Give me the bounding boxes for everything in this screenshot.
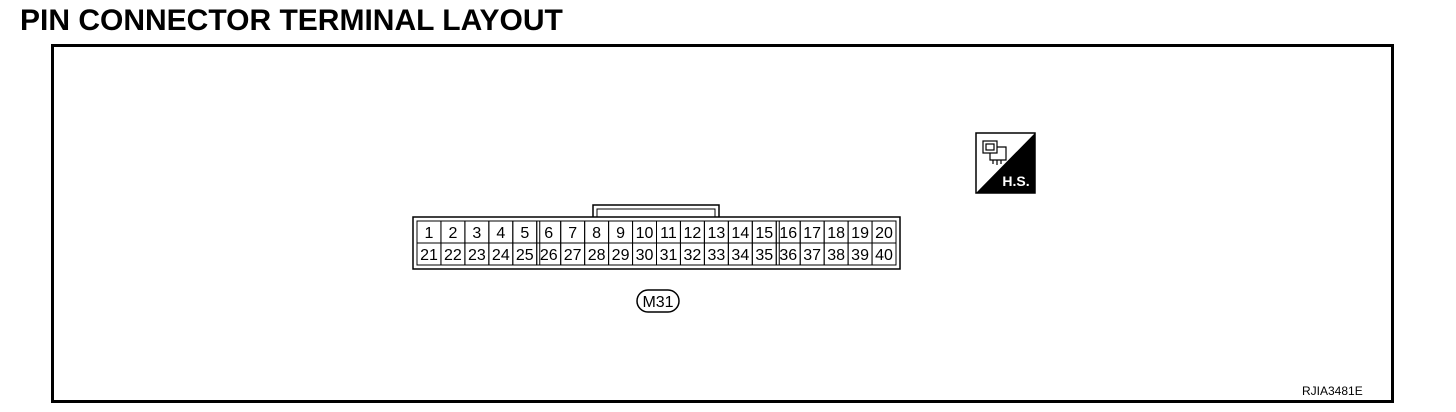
pin-number: 18 [827, 225, 845, 242]
pin-number: 4 [496, 225, 505, 242]
connector-id: M31 [642, 294, 673, 311]
pin-number: 36 [779, 247, 797, 264]
pin-number: 29 [612, 247, 630, 264]
pin-number: 10 [636, 225, 654, 242]
pin-cell [871, 242, 897, 266]
pin-number: 30 [636, 247, 654, 264]
pin-number: 11 [660, 225, 677, 242]
pin-number: 15 [755, 225, 773, 242]
pin-number: 14 [731, 225, 749, 242]
pin-number: 2 [448, 225, 457, 242]
pin-number: 7 [568, 225, 577, 242]
pin-number: 17 [803, 225, 821, 242]
pin-number: 6 [544, 225, 553, 242]
reference-code: RJIA3481E [1302, 384, 1363, 398]
pin-number: 37 [803, 247, 821, 264]
pin-number: 24 [492, 247, 510, 264]
pin-number: 20 [875, 225, 893, 242]
pin-number: 9 [616, 225, 625, 242]
pin-number: 13 [707, 225, 725, 242]
page-title: PIN CONNECTOR TERMINAL LAYOUT [20, 4, 563, 37]
pin-number: 8 [592, 225, 601, 242]
pin-number: 25 [516, 247, 534, 264]
pin-number: 16 [779, 225, 797, 242]
connector-id-label: M31 [636, 289, 680, 313]
pin-number: 1 [425, 225, 434, 242]
pin-number: 35 [755, 247, 773, 264]
pin-number: 31 [660, 247, 678, 264]
pin-number: 38 [827, 247, 845, 264]
harness-side-badge: H.S. [975, 132, 1036, 194]
pin-number: 33 [707, 247, 725, 264]
hs-label: H.S. [1002, 173, 1029, 189]
pin-number: 32 [684, 247, 702, 264]
pin-number: 5 [520, 225, 529, 242]
pin-number: 12 [684, 225, 702, 242]
diagram-frame [51, 44, 1394, 403]
pin-number: 34 [731, 247, 749, 264]
pin-number: 19 [851, 225, 869, 242]
pin-number: 40 [875, 247, 893, 264]
pin-number: 27 [564, 247, 582, 264]
pin-number: 23 [468, 247, 486, 264]
pin-number: 26 [540, 247, 558, 264]
connector-harness-side-icon [982, 140, 1007, 165]
pin-number: 21 [420, 247, 438, 264]
pin-number: 3 [472, 225, 481, 242]
pin-number: 22 [444, 247, 462, 264]
pin-number: 28 [588, 247, 606, 264]
pin-number: 39 [851, 247, 869, 264]
